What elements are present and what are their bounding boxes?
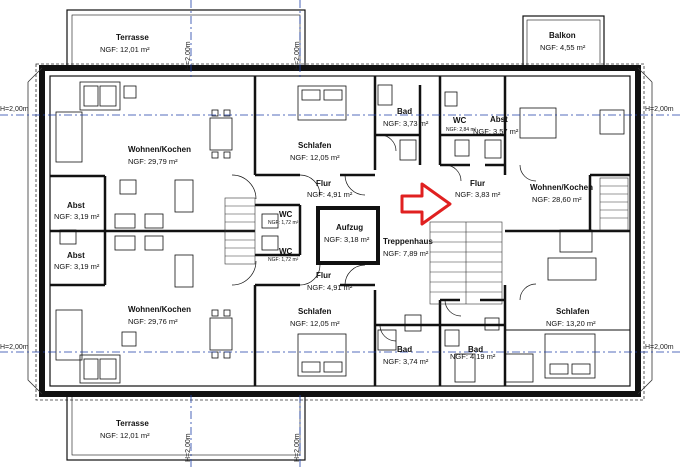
- interior-walls: [50, 76, 630, 386]
- room-wc-mid-top-name: WC: [279, 210, 293, 219]
- staircase-right: [599, 177, 629, 231]
- room-hall-top-name: Flur: [316, 179, 332, 188]
- roof-outline: [27, 63, 653, 401]
- height-mark-left-bottom: H=2,00m: [0, 344, 29, 351]
- room-hall-bottom-name: Flur: [316, 271, 332, 280]
- room-living-bottom-area: NGF: 29,76 m²: [128, 317, 178, 326]
- room-storage-left-bottom-area: NGF: 3,19 m²: [54, 262, 100, 271]
- room-wc-mid-bottom-area: NGF: 1,72 m²: [268, 257, 299, 263]
- room-balcony-area: NGF: 4,55 m²: [540, 43, 586, 52]
- room-terrace-top-area: NGF: 12,01 m²: [100, 45, 150, 54]
- staircase-left: [224, 197, 256, 265]
- room-hall-bottom-area: NGF: 4,91 m²: [307, 283, 353, 292]
- room-storage-left-top-name: Abst: [67, 201, 85, 210]
- height-mark-right-bottom: H=2,00m: [645, 344, 674, 351]
- room-wc-mid-top-area: NGF: 1,72 m²: [268, 220, 299, 226]
- height-mark-bottom-a: H=2,00m: [185, 433, 192, 462]
- room-balcony-name: Balkon: [549, 31, 576, 40]
- room-living-right-name: Wohnen/Kochen: [530, 183, 593, 192]
- room-bath-top-area: NGF: 3,73 m²: [383, 119, 429, 128]
- room-hall-top-area: NGF: 4,91 m²: [307, 190, 353, 199]
- room-sleep-bottom-name: Schlafen: [298, 307, 332, 316]
- room-stairwell-name: Treppenhaus: [383, 237, 433, 246]
- room-bath-bottom-area: NGF: 3,74 m²: [383, 357, 429, 366]
- room-hall-right-area: NGF: 3,83 m²: [455, 190, 501, 199]
- furniture: [55, 81, 625, 384]
- room-wc-mid-bottom-name: WC: [279, 247, 293, 256]
- room-terrace-bottom-area: NGF: 12,01 m²: [100, 431, 150, 440]
- height-mark-right-top: H=2,00m: [645, 106, 674, 113]
- room-storage-top-name: Abst: [490, 115, 508, 124]
- room-sleep-right-area: NGF: 13,20 m²: [546, 319, 596, 328]
- room-hall-right-name: Flur: [470, 179, 486, 188]
- room-storage-left-top-area: NGF: 3,19 m²: [54, 212, 100, 221]
- room-bath-right-name: Bad: [468, 345, 484, 354]
- room-elevator-area: NGF: 3,18 m²: [324, 235, 370, 244]
- room-living-bottom-name: Wohnen/Kochen: [128, 305, 191, 314]
- room-living-top-name: Wohnen/Kochen: [128, 145, 191, 154]
- height-mark-left-top: H=2,00m: [0, 106, 29, 113]
- terrace-bottom: [66, 393, 306, 461]
- room-stairwell-area: NGF: 7,89 m²: [383, 249, 429, 258]
- height-mark-bottom-b: H=2,00m: [294, 433, 301, 462]
- door-swings: [231, 134, 537, 342]
- red-arrow-icon: [400, 182, 452, 226]
- balcony-top: [522, 15, 605, 69]
- room-wc-top-area: NGF: 2,84 m²: [446, 127, 477, 133]
- room-bath-right-area: NGF: 4,19 m²: [450, 352, 496, 361]
- room-storage-top-area: NGF: 3,57 m²: [473, 127, 519, 136]
- room-terrace-bottom-name: Terrasse: [116, 419, 149, 428]
- room-sleep-bottom-area: NGF: 12,05 m²: [290, 319, 340, 328]
- room-elevator-name: Aufzug: [336, 223, 364, 232]
- height-mark-top-b: H=2,00m: [294, 41, 301, 70]
- room-sleep-top-area: NGF: 12,05 m²: [290, 153, 340, 162]
- room-sleep-right-name: Schlafen: [556, 307, 590, 316]
- terrace-top: [66, 9, 306, 69]
- room-living-right-area: NGF: 28,60 m²: [532, 195, 582, 204]
- elevator: [316, 206, 380, 265]
- room-terrace-top-name: Terrasse: [116, 33, 149, 42]
- room-bath-top-name: Bad: [397, 107, 413, 116]
- room-sleep-top-name: Schlafen: [298, 141, 332, 150]
- room-living-top-area: NGF: 29,79 m²: [128, 157, 178, 166]
- height-mark-top-a: H=2,00m: [185, 41, 192, 70]
- room-wc-top-name: WC: [453, 116, 467, 125]
- room-bath-bottom-name: Bad: [397, 345, 413, 354]
- room-storage-left-bottom-name: Abst: [67, 251, 85, 260]
- staircase: [429, 221, 503, 305]
